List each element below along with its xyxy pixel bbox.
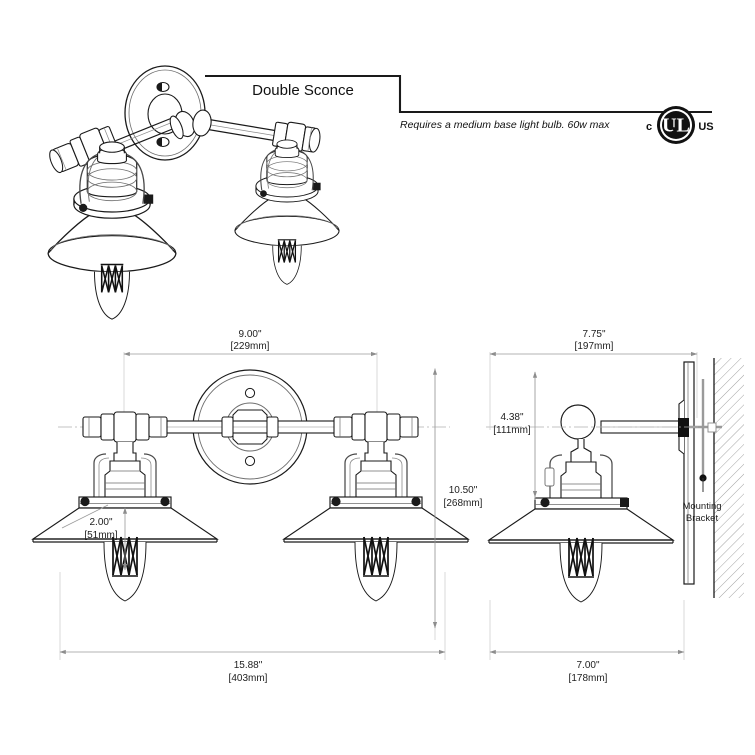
svg-text:[229mm]: [229mm]	[231, 341, 270, 352]
ul-mark-text: UL	[662, 115, 690, 137]
svg-text:15.88": 15.88"	[234, 660, 263, 671]
iso-arm-left	[47, 110, 196, 320]
dim-label-center-height: 4.38" [111mm]	[493, 412, 531, 436]
svg-text:Bracket: Bracket	[686, 513, 719, 524]
side-elevation-view	[486, 352, 744, 660]
svg-text:[268mm]: [268mm]	[444, 498, 483, 509]
dimension-lines	[59, 351, 698, 655]
svg-text:[197mm]: [197mm]	[575, 341, 614, 352]
ul-listed-mark: UL c US	[646, 106, 714, 144]
dim-label-overall-height: 10.50" [268mm]	[444, 485, 483, 509]
dim-label-shade-diameter: 7.00" [178mm]	[569, 660, 608, 684]
svg-text:2.00": 2.00"	[89, 517, 112, 528]
svg-text:4.38": 4.38"	[500, 412, 523, 423]
dim-label-width-to-center: 9.00" [229mm]	[231, 329, 270, 352]
ul-prefix-c: c	[646, 121, 652, 133]
dim-label-projection: 7.75" [197mm]	[575, 329, 614, 352]
perspective-view	[47, 65, 340, 320]
svg-text:[403mm]: [403mm]	[229, 673, 268, 684]
svg-text:7.75": 7.75"	[582, 329, 605, 340]
dim-label-overall-width: 15.88" [403mm]	[229, 660, 268, 684]
mounting-bracket-label: Mounting Bracket	[682, 501, 721, 524]
bulb-requirement-note: Requires a medium base light bulb. 60w m…	[400, 119, 610, 131]
title-frame	[205, 74, 712, 114]
front-elevation-view	[32, 352, 469, 660]
front-head-right	[283, 411, 469, 602]
front-head-left	[32, 411, 218, 602]
svg-text:[51mm]: [51mm]	[84, 530, 118, 541]
svg-text:10.50": 10.50"	[449, 485, 478, 496]
svg-text:[178mm]: [178mm]	[569, 673, 608, 684]
svg-text:Mounting: Mounting	[682, 501, 721, 512]
svg-text:9.00": 9.00"	[238, 329, 261, 340]
page-title: Double Sconce	[252, 82, 354, 99]
svg-text:7.00": 7.00"	[576, 660, 599, 671]
dim-label-shade-height: 2.00" [51mm]	[84, 517, 118, 541]
svg-text:[111mm]: [111mm]	[493, 425, 531, 436]
ul-suffix-us: US	[698, 121, 713, 133]
iso-arm-right	[192, 109, 340, 285]
